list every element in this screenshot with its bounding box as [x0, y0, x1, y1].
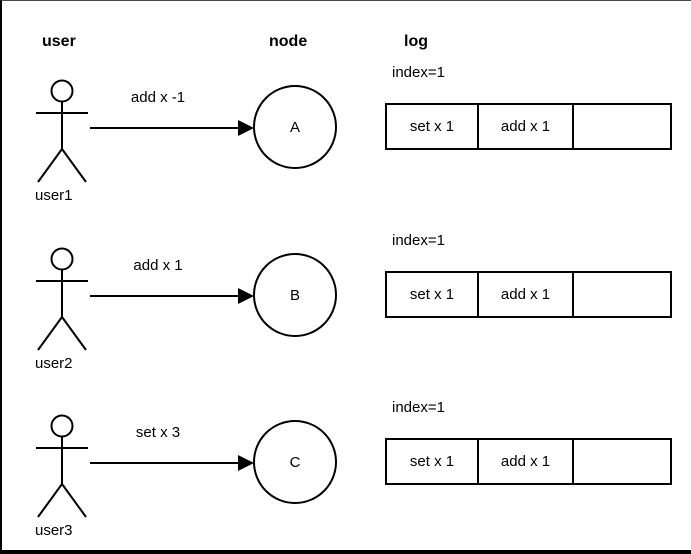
log-cell: set x 1: [385, 103, 479, 150]
node-circle: B: [253, 253, 337, 337]
log-index-label: index=1: [392, 399, 445, 416]
user-name-label: user3: [35, 522, 73, 539]
user-stick-figure-icon: [30, 414, 94, 518]
node-circle: A: [253, 85, 337, 169]
log-table: set x 1 add x 1: [385, 103, 672, 150]
message-label: add x -1: [130, 89, 186, 106]
node-label: A: [289, 118, 300, 136]
arrow-right-icon: [88, 284, 254, 308]
diagram-row-user2: user2 add x 1 B index=1 set x 1 add x 1: [2, 232, 691, 401]
log-cell: add x 1: [477, 438, 574, 485]
diagram-row-user3: user3 set x 3 C index=1 set x 1 add x 1: [2, 399, 691, 550]
user-stick-figure-icon: [30, 247, 94, 351]
log-cell: set x 1: [385, 271, 479, 318]
user-name-label: user1: [35, 187, 73, 204]
log-table: set x 1 add x 1: [385, 438, 672, 485]
log-cell-empty: [572, 271, 672, 318]
column-header-user: user: [42, 33, 76, 50]
message-label: add x 1: [133, 257, 183, 274]
log-cell: add x 1: [477, 103, 574, 150]
user-stick-figure-icon: [30, 79, 94, 183]
message-label: set x 3: [135, 424, 181, 441]
log-table: set x 1 add x 1: [385, 271, 672, 318]
node-circle: C: [253, 420, 337, 504]
log-cell: set x 1: [385, 438, 479, 485]
user-name-label: user2: [35, 355, 73, 372]
log-index-label: index=1: [392, 64, 445, 81]
column-header-node: node: [269, 33, 308, 50]
node-label: B: [289, 286, 300, 304]
log-cell-empty: [572, 438, 672, 485]
log-cell-empty: [572, 103, 672, 150]
arrow-right-icon: [88, 451, 254, 475]
log-index-label: index=1: [392, 232, 445, 249]
column-header-log: log: [404, 33, 428, 50]
diagram-row-user1: user1 add x -1 A index=1 set x 1 add x 1: [2, 64, 691, 233]
node-label: C: [289, 453, 301, 471]
arrow-right-icon: [88, 116, 254, 140]
log-cell: add x 1: [477, 271, 574, 318]
